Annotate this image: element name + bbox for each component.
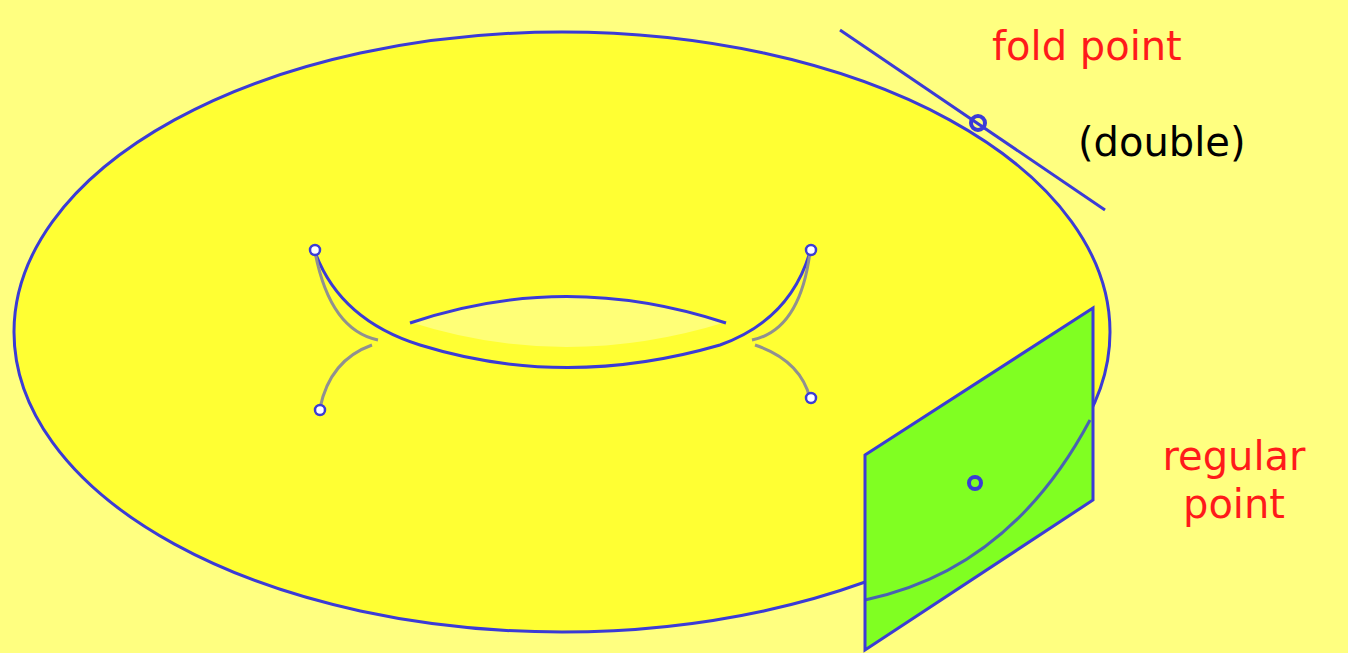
cusp-point bbox=[310, 245, 320, 255]
cusp-curve bbox=[315, 252, 378, 340]
fold-point-dot bbox=[971, 116, 985, 130]
fold-point-label: fold point bbox=[992, 22, 1292, 70]
torus-outline-through-plane bbox=[865, 420, 1090, 600]
torus-hole bbox=[410, 295, 726, 347]
double-label: (double) bbox=[1078, 118, 1338, 166]
cusp-curve bbox=[752, 252, 810, 340]
regular-point-label: regular point bbox=[1128, 432, 1340, 528]
cusp-curve bbox=[755, 345, 810, 398]
tangent-plane bbox=[865, 308, 1093, 650]
cusp-point bbox=[806, 245, 816, 255]
regular-point-dot bbox=[969, 477, 981, 489]
cusp-point bbox=[806, 393, 816, 403]
hole-upper-edge bbox=[410, 297, 726, 324]
cusp-point bbox=[315, 405, 325, 415]
cusp-curve bbox=[320, 345, 372, 408]
hole-lower-edge bbox=[315, 252, 810, 368]
